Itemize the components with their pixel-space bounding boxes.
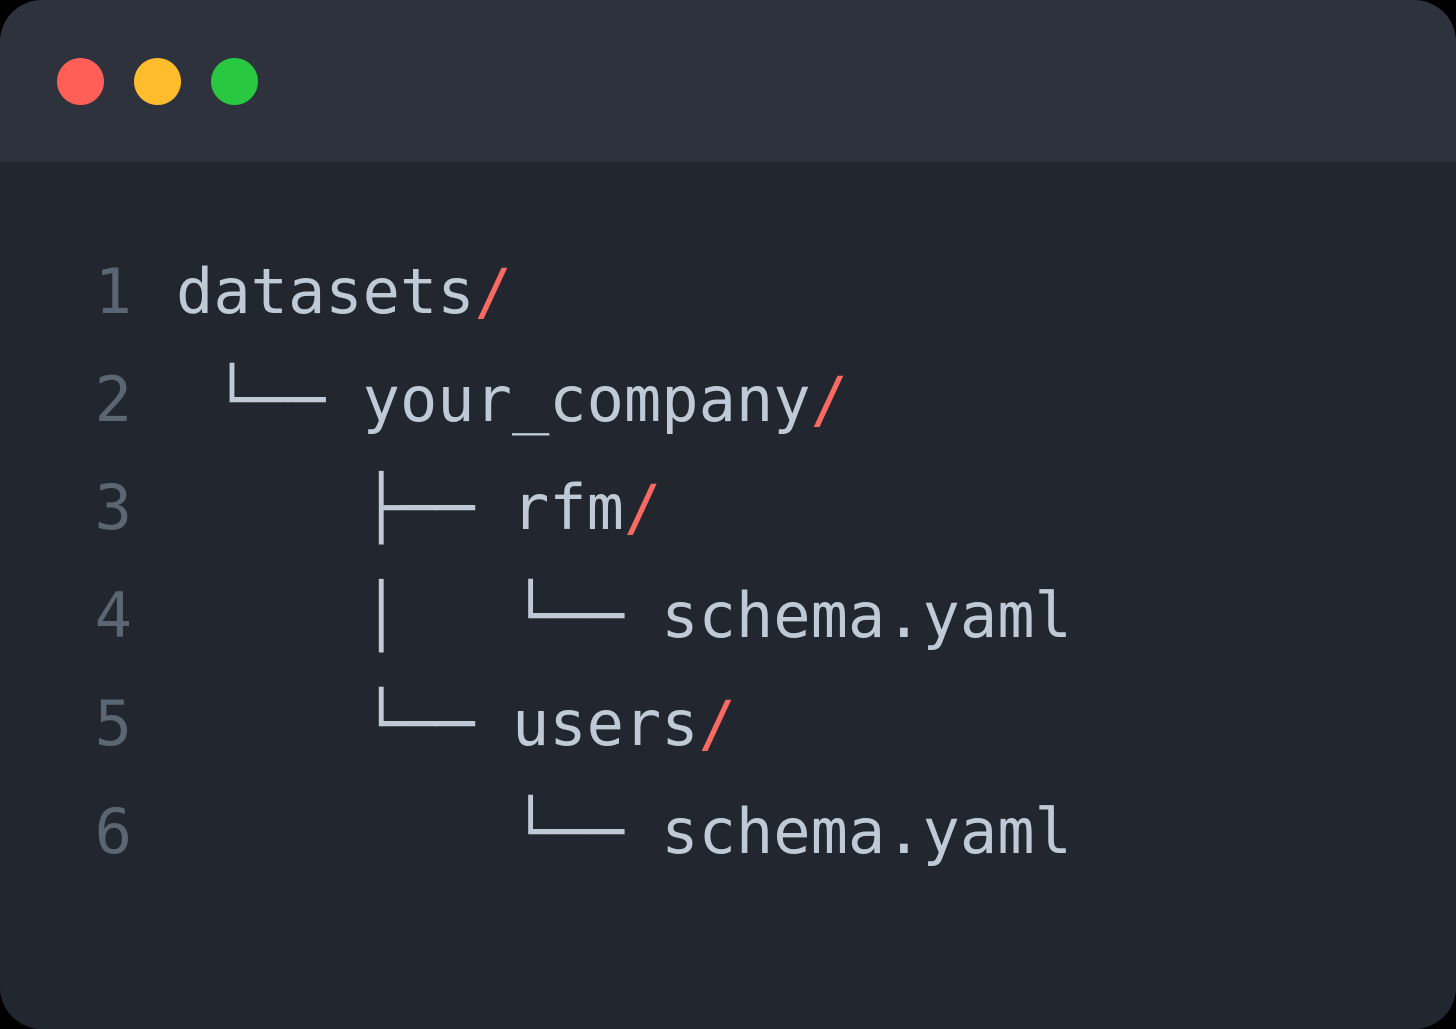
minimize-button-icon[interactable]	[134, 58, 181, 105]
tree-indent	[176, 471, 363, 544]
tree-node-name: schema.yaml	[661, 795, 1072, 868]
directory-slash: /	[623, 471, 662, 544]
tree-entry: └── users/	[132, 670, 736, 778]
tree-node-name: datasets	[176, 255, 475, 328]
tree-node-name: rfm	[511, 471, 624, 544]
tree-entry: ├── rfm/	[132, 454, 662, 562]
tree-branch-glyph: ├──	[362, 471, 512, 544]
directory-slash: /	[810, 363, 848, 436]
line-number: 1	[94, 255, 132, 328]
line-number: 6	[94, 795, 132, 868]
window-title-bar	[0, 0, 1456, 162]
line-number: 5	[94, 687, 132, 760]
tree-branch-glyph: └──	[362, 687, 512, 760]
tree-node-name: users	[511, 687, 699, 760]
tree-entry: └── your_company/	[132, 346, 848, 454]
tree-branch-glyph: │ └──	[362, 579, 662, 652]
tree-indent	[176, 795, 363, 868]
tree-indent	[176, 687, 363, 760]
tree-node-name: your_company	[362, 363, 811, 436]
window-controls	[57, 58, 258, 105]
tree-indent	[176, 363, 213, 436]
maximize-button-icon[interactable]	[211, 58, 258, 105]
tree-branch-glyph: └──	[213, 363, 363, 436]
directory-slash: /	[698, 687, 736, 760]
close-button-icon[interactable]	[57, 58, 104, 105]
line-number: 3	[94, 471, 132, 544]
line-number: 4	[94, 579, 132, 652]
directory-slash: /	[474, 255, 512, 328]
tree-node-name: schema.yaml	[661, 579, 1072, 652]
code-line: 6 └── schema.yaml	[0, 778, 1456, 886]
tree-entry: └── schema.yaml	[132, 778, 1072, 886]
tree-entry: │ └── schema.yaml	[132, 562, 1072, 670]
code-line: 4 │ └── schema.yaml	[0, 562, 1456, 670]
tree-indent	[176, 579, 363, 652]
tree-entry: datasets/	[132, 238, 512, 346]
line-number: 2	[94, 363, 132, 436]
code-line: 2 └── your_company/	[0, 346, 1456, 454]
code-line: 5 └── users/	[0, 670, 1456, 778]
tree-branch-glyph: └──	[362, 795, 662, 868]
code-line: 3 ├── rfm/	[0, 454, 1456, 562]
